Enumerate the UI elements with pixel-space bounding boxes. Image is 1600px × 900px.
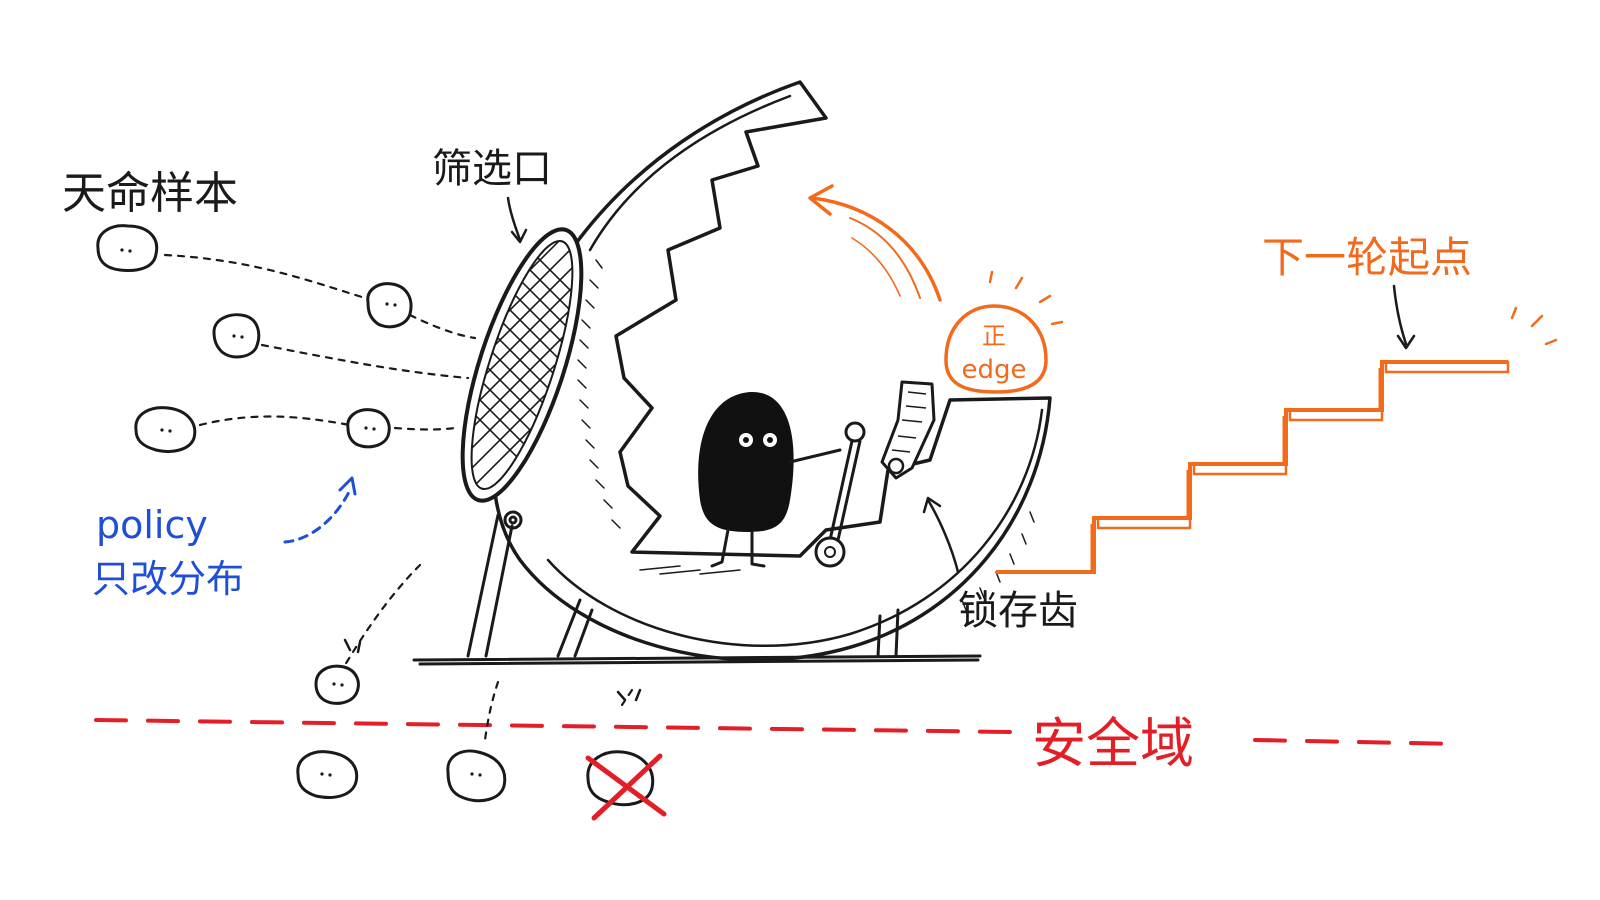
blob-character-icon	[698, 391, 842, 568]
label-lock-teeth: 锁存齿	[958, 588, 1078, 634]
lever-icon[interactable]	[814, 421, 866, 568]
lock-teeth-arrow	[922, 496, 960, 574]
machine-stand	[412, 510, 982, 666]
pebble-icon	[96, 224, 159, 272]
label-safe-zone: 安全域	[1032, 712, 1194, 775]
next-round-staircase	[996, 306, 1558, 574]
lock-tooth	[880, 380, 936, 480]
pebble-icon	[446, 749, 507, 803]
label-policy: policy	[96, 503, 208, 547]
x-cross-icon	[585, 753, 667, 821]
rotation-arrow	[808, 184, 942, 302]
pebble-icon	[346, 408, 391, 449]
edge-badge: 正 edge	[944, 270, 1064, 394]
pebble-icon	[134, 406, 197, 453]
policy-arrow	[283, 476, 357, 544]
sparkle-icon	[988, 270, 1064, 326]
filter-net	[451, 227, 593, 503]
rejected-sample	[585, 750, 667, 821]
badge-top-text: 正	[982, 322, 1006, 350]
label-filter-port: 筛选口	[432, 146, 552, 192]
label-next-start: 下一轮起点	[1262, 233, 1472, 282]
motion-marks	[343, 638, 642, 702]
sample-paths	[163, 253, 634, 742]
pebble-icon	[314, 664, 360, 705]
safe-zone-boundary	[94, 718, 1462, 746]
filter-machine	[491, 80, 1052, 662]
pebble-icon	[366, 282, 413, 329]
pebble-icon	[296, 750, 359, 799]
pebble-icon	[212, 313, 261, 359]
next-start-arrow	[1392, 284, 1416, 350]
filter-port-arrow	[506, 196, 528, 244]
sparkle-icon	[1510, 306, 1558, 346]
label-heaven-samples: 天命样本	[62, 168, 238, 219]
badge-bottom-text: edge	[962, 355, 1027, 385]
label-policy-distribution: 只改分布	[92, 557, 244, 601]
